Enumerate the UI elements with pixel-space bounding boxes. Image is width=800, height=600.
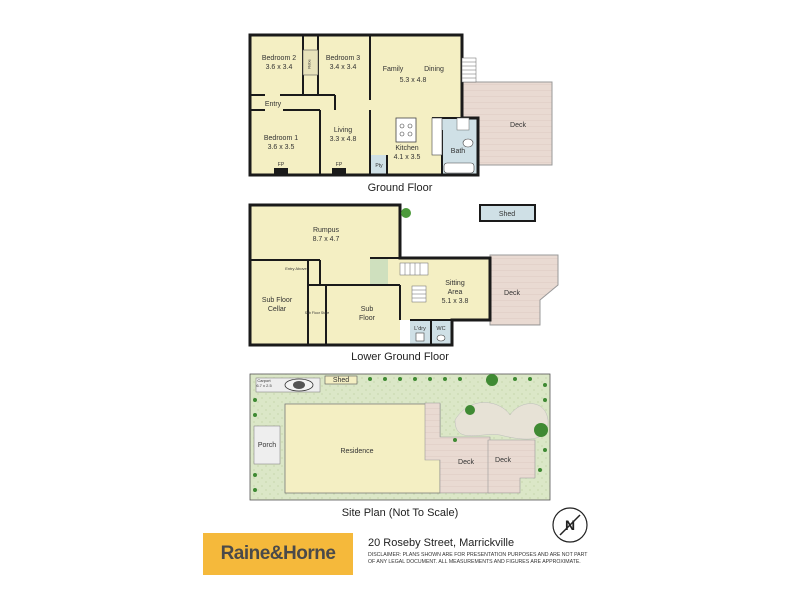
ground-floor-title: Ground Floor <box>368 182 433 194</box>
lower-floor-title: Lower Ground Floor <box>351 351 449 363</box>
fp-1-label: FP <box>278 162 285 168</box>
lower-interior-walls <box>250 257 452 345</box>
pantry-label: Pty <box>375 163 383 169</box>
lower-stair-landing <box>370 258 388 285</box>
subfloor-cellar-label: Sub Floor <box>262 297 293 304</box>
site-plan: Carport 6.7 x 2.5 Shed Porch Residence D… <box>249 373 551 519</box>
subfloor-label: Sub <box>361 306 374 313</box>
lower-stairs <box>399 262 429 303</box>
subfloor-store-label: Sub Floor Store <box>305 311 330 315</box>
subfloor-cellar-label-2: Cellar <box>268 306 287 313</box>
bedroom-1-size: 3.6 x 3.5 <box>268 144 295 151</box>
tree-icons <box>253 374 548 492</box>
carport-size: 6.7 x 2.5 <box>256 383 272 388</box>
porch <box>253 425 281 465</box>
site-shed <box>324 375 358 385</box>
ground-stairs <box>456 57 477 131</box>
lower-outer-walls <box>248 203 492 347</box>
fireplace-1 <box>274 168 288 175</box>
residence-label: Residence <box>340 448 373 455</box>
site-plan-title: Site Plan (Not To Scale) <box>342 507 459 519</box>
family-label: Family <box>383 66 404 73</box>
north-label: N <box>565 517 575 533</box>
subfloor-label-2: Floor <box>359 315 376 322</box>
lower-deck-label: Deck <box>504 290 520 297</box>
sitting-label-2: Area <box>448 289 463 296</box>
pantry-area <box>371 155 387 175</box>
bedroom-3-label: Bedroom 3 <box>326 55 360 62</box>
sitting-label: Sitting <box>445 280 465 287</box>
wc-label: WC <box>436 326 445 332</box>
disclaimer-text: DISCLAIMER: PLANS SHOWN ARE FOR PRESENTA… <box>368 552 588 565</box>
robe <box>302 49 319 76</box>
rumpus-size: 8.7 x 4.7 <box>313 236 340 243</box>
bedroom-2-size: 3.6 x 3.4 <box>266 64 293 71</box>
site-deck-2-label: Deck <box>495 457 511 464</box>
brand-logo: Raine&Horne <box>203 533 353 575</box>
dining-label: Dining <box>424 66 444 73</box>
bedroom-3-size: 3.4 x 3.4 <box>330 64 357 71</box>
bedroom-1-label: Bedroom 1 <box>264 135 298 142</box>
site-shed-label: Shed <box>333 377 349 384</box>
lower-deck <box>489 254 559 326</box>
rumpus-label: Rumpus <box>313 227 340 234</box>
kitchen-size: 4.1 x 3.5 <box>394 154 421 161</box>
robe-label: Robe <box>307 58 312 68</box>
laundry-label: L'dry <box>414 326 426 332</box>
bath-label: Bath <box>451 148 466 155</box>
lower-shed <box>479 204 536 222</box>
bedroom-2-label: Bedroom 2 <box>262 55 296 62</box>
site-deck-2 <box>487 439 536 494</box>
entry-above-label: Entry Above <box>285 266 307 271</box>
lower-plant <box>401 208 411 218</box>
carport-label: Carport <box>257 378 271 383</box>
sitting-size: 5.1 x 3.8 <box>442 298 469 305</box>
ground-floor-plan: Robe Bedroom 2 3.6 x 3.4 Bedroom 3 3.4 x… <box>248 33 553 194</box>
kitchen-label: Kitchen <box>395 145 418 152</box>
lower-shed-label: Shed <box>499 211 515 218</box>
entry-label: Entry <box>265 101 282 108</box>
lower-ground-floor-plan: Shed Rumpus <box>248 203 559 363</box>
kitchen-island <box>395 117 417 143</box>
ground-deck-label: Deck <box>510 122 526 129</box>
porch-label: Porch <box>258 442 276 449</box>
property-address: 20 Roseby Street, Marrickville <box>368 537 515 549</box>
north-arrow-icon: N <box>552 507 588 543</box>
fp-2-label: FP <box>336 162 343 168</box>
family-size: 5.3 x 4.8 <box>400 77 427 84</box>
car-icon <box>284 378 314 392</box>
site-deck-1-label: Deck <box>458 459 474 466</box>
living-size: 3.3 x 4.8 <box>330 136 357 143</box>
lawn-path <box>454 402 549 440</box>
living-label: Living <box>334 127 352 134</box>
fireplace-2 <box>332 168 346 175</box>
